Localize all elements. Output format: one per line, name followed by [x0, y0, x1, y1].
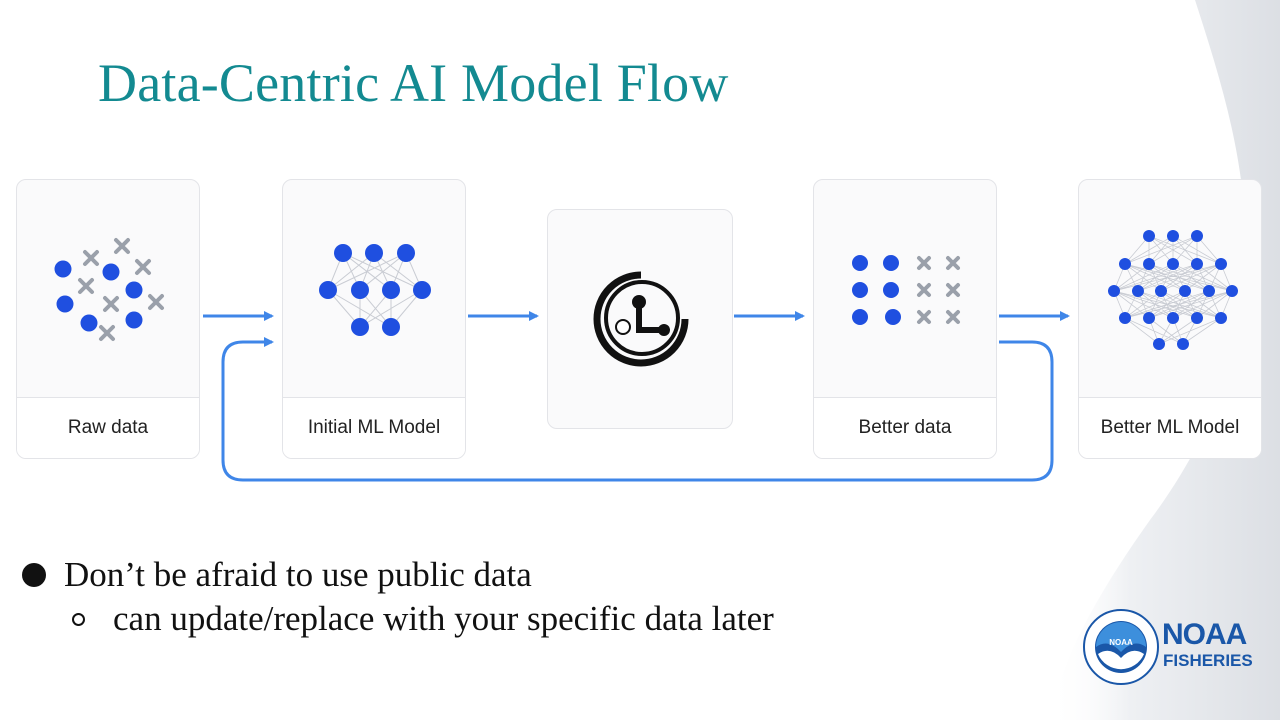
data-tool-logo-icon	[593, 271, 689, 367]
logo-text-noaa: NOAA	[1162, 618, 1247, 651]
noaa-seal-icon: NOAA	[1083, 609, 1159, 685]
card-initial-ml-model: Initial ML Model	[282, 179, 466, 459]
seal-center-text: NOAA	[1109, 638, 1133, 647]
bullet-list: Don’t be afraid to use public data can u…	[22, 555, 774, 639]
bullet-item-level-2: can update/replace with your specific da…	[72, 599, 774, 639]
bullet-text: Don’t be afraid to use public data	[64, 555, 532, 594]
raw-data-illustration	[54, 238, 164, 341]
slide-title: Data-Centric AI Model Flow	[98, 53, 729, 113]
card-raw-data: Raw data	[16, 179, 200, 459]
card-label-initial-ml-model: Initial ML Model	[283, 397, 465, 458]
card-label-better-data: Better data	[814, 397, 996, 458]
card-label-better-ml-model: Better ML Model	[1079, 397, 1261, 458]
hollow-bullet-icon	[72, 612, 85, 626]
card-data-tool	[547, 209, 733, 429]
bullet-text: can update/replace with your specific da…	[113, 599, 774, 638]
feedback-loop-arrow	[221, 337, 1054, 482]
initial-model-network-illustration	[319, 244, 431, 336]
bullet-item-level-1: Don’t be afraid to use public data	[22, 555, 774, 595]
logo-text-fisheries: FISHERIES	[1163, 651, 1253, 670]
card-better-ml-model: Better ML Model	[1078, 179, 1262, 459]
better-model-network-illustration	[1108, 230, 1238, 350]
better-data-illustration	[852, 255, 960, 325]
noaa-fisheries-logo: NOAA NOAA FISHERIES	[1082, 608, 1262, 688]
card-better-data: Better data	[813, 179, 997, 459]
filled-bullet-icon	[22, 563, 46, 587]
card-label-raw-data: Raw data	[17, 397, 199, 458]
